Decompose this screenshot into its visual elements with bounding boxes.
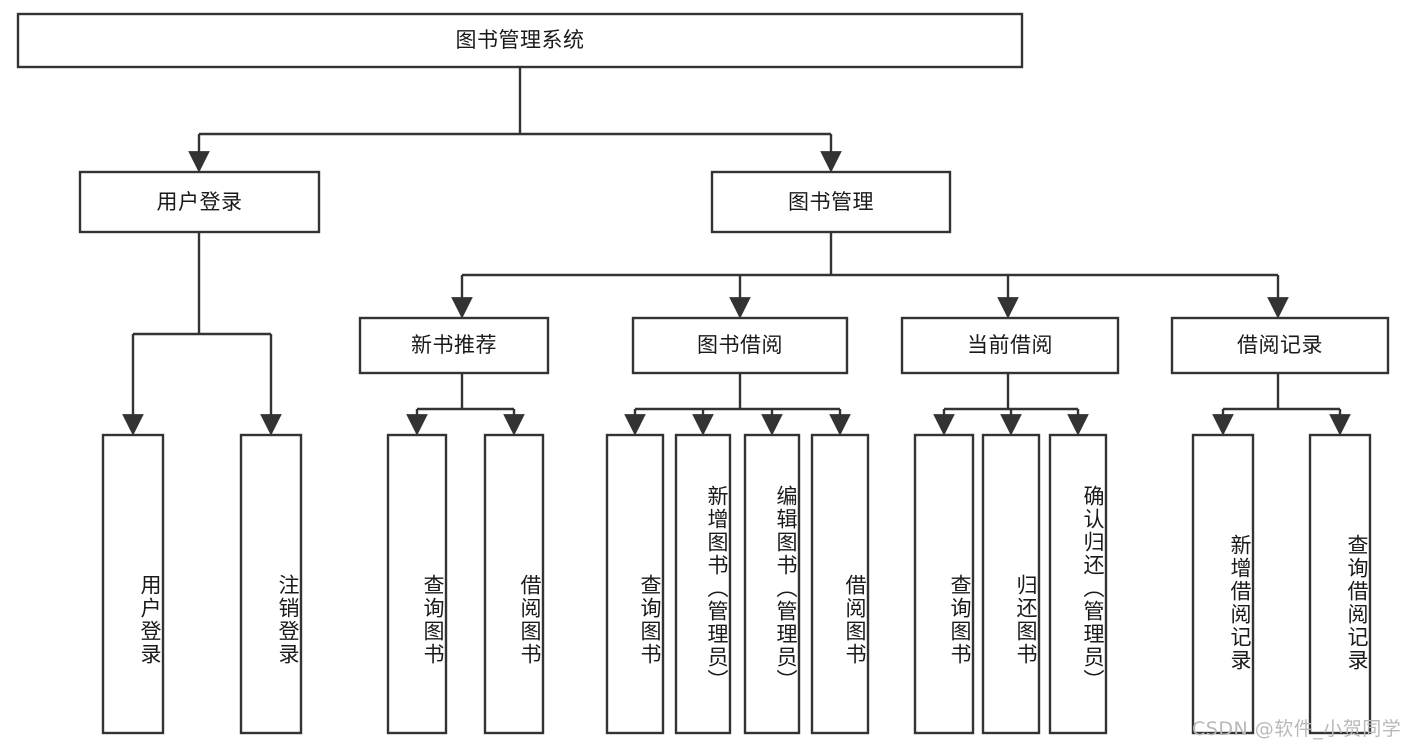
node-box-leaf-borrow-book[interactable]	[810, 433, 870, 735]
node-box-leaf-logout[interactable]	[239, 433, 303, 735]
node-box-leaf-query-book-borrow[interactable]	[605, 433, 665, 735]
node-box-leaf-add-book[interactable]	[674, 433, 732, 735]
connector-group	[122, 67, 1351, 436]
node-box-group	[16, 12, 1390, 735]
node-box-borrow-record[interactable]	[1170, 316, 1390, 375]
node-box-leaf-query-borrow-record[interactable]	[1308, 433, 1372, 735]
node-box-leaf-edit-book[interactable]	[743, 433, 801, 735]
node-box-leaf-return-book[interactable]	[981, 433, 1041, 735]
csdn-watermark: CSDN @软件_小贺同学	[1192, 718, 1402, 740]
node-box-leaf-query-book-recommend[interactable]	[386, 433, 448, 735]
node-box-leaf-confirm-return[interactable]	[1048, 433, 1108, 735]
node-box-leaf-add-borrow-record[interactable]	[1191, 433, 1255, 735]
node-box-leaf-borrow-book-recommend[interactable]	[483, 433, 545, 735]
node-box-book-borrow[interactable]	[631, 316, 849, 375]
node-box-root[interactable]	[16, 12, 1024, 69]
node-box-current-borrow[interactable]	[900, 316, 1120, 375]
node-box-leaf-query-book-current[interactable]	[913, 433, 975, 735]
node-box-new-book-recommend[interactable]	[358, 316, 550, 375]
node-box-leaf-user-login[interactable]	[101, 433, 165, 735]
node-box-user-login[interactable]	[78, 170, 321, 234]
node-box-book-management[interactable]	[710, 170, 952, 234]
